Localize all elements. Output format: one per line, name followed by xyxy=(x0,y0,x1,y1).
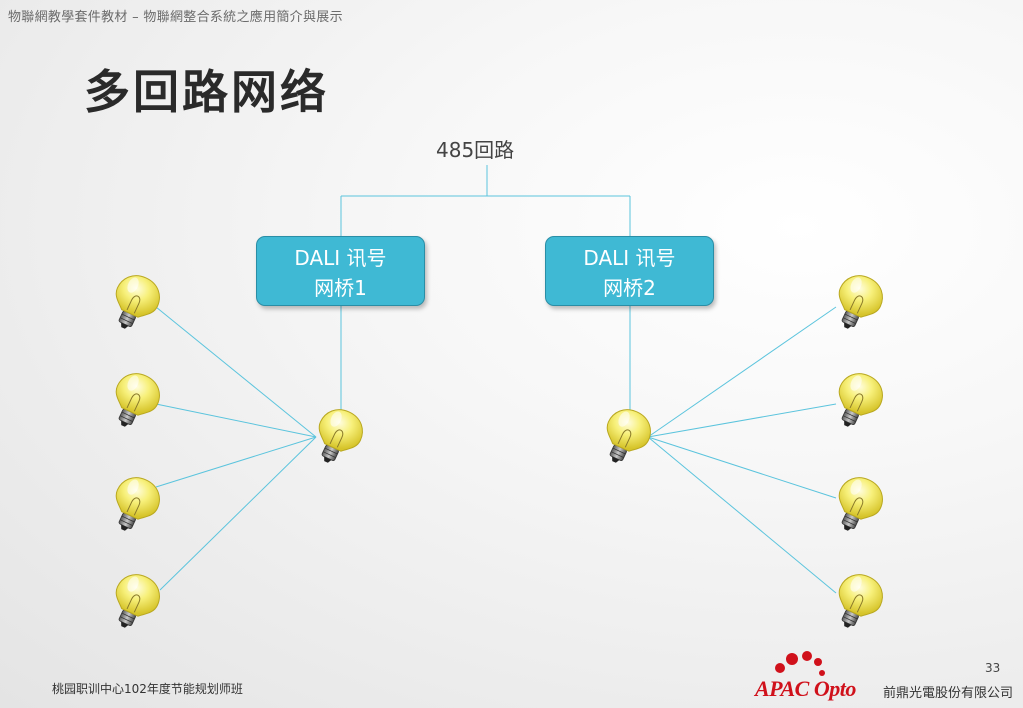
logo-dots-icon xyxy=(775,651,825,676)
bulb-icon xyxy=(825,567,890,637)
bridge-line1: DALI 讯号 xyxy=(294,246,387,270)
bulb-icon xyxy=(102,268,167,338)
bulb-icon xyxy=(102,366,167,436)
bulb-icon xyxy=(102,470,167,540)
bridge-line1: DALI 讯号 xyxy=(583,246,676,270)
bulb-icon xyxy=(102,567,167,637)
footer-text: 桃园职训中心102年度节能规划师班 xyxy=(52,682,243,696)
slide-title: 多回路网络 xyxy=(84,65,329,119)
bridge-line2: 网桥2 xyxy=(603,276,656,300)
company-logo: APAC Opto 前鼎光電股份有限公司 xyxy=(755,650,1020,706)
bulb-icon xyxy=(593,402,658,472)
dali-bridge-1: DALI 讯号 网桥1 xyxy=(256,236,425,306)
bridge-line2: 网桥1 xyxy=(314,276,367,300)
page-number: 33 xyxy=(985,661,1001,675)
dali-bridge-2: DALI 讯号 网桥2 xyxy=(545,236,714,306)
slide-header: 物聯網教學套件教材 – 物聯網整合系統之應用簡介與展示 xyxy=(8,10,343,25)
bulb-icon xyxy=(825,470,890,540)
company-name: 前鼎光電股份有限公司 xyxy=(883,686,1014,701)
bulb-icon xyxy=(825,268,890,338)
bulb-icon xyxy=(825,366,890,436)
logo-brand-text: APAC Opto xyxy=(755,676,856,701)
wires xyxy=(155,165,837,594)
bus-label: 485回路 xyxy=(436,138,515,162)
